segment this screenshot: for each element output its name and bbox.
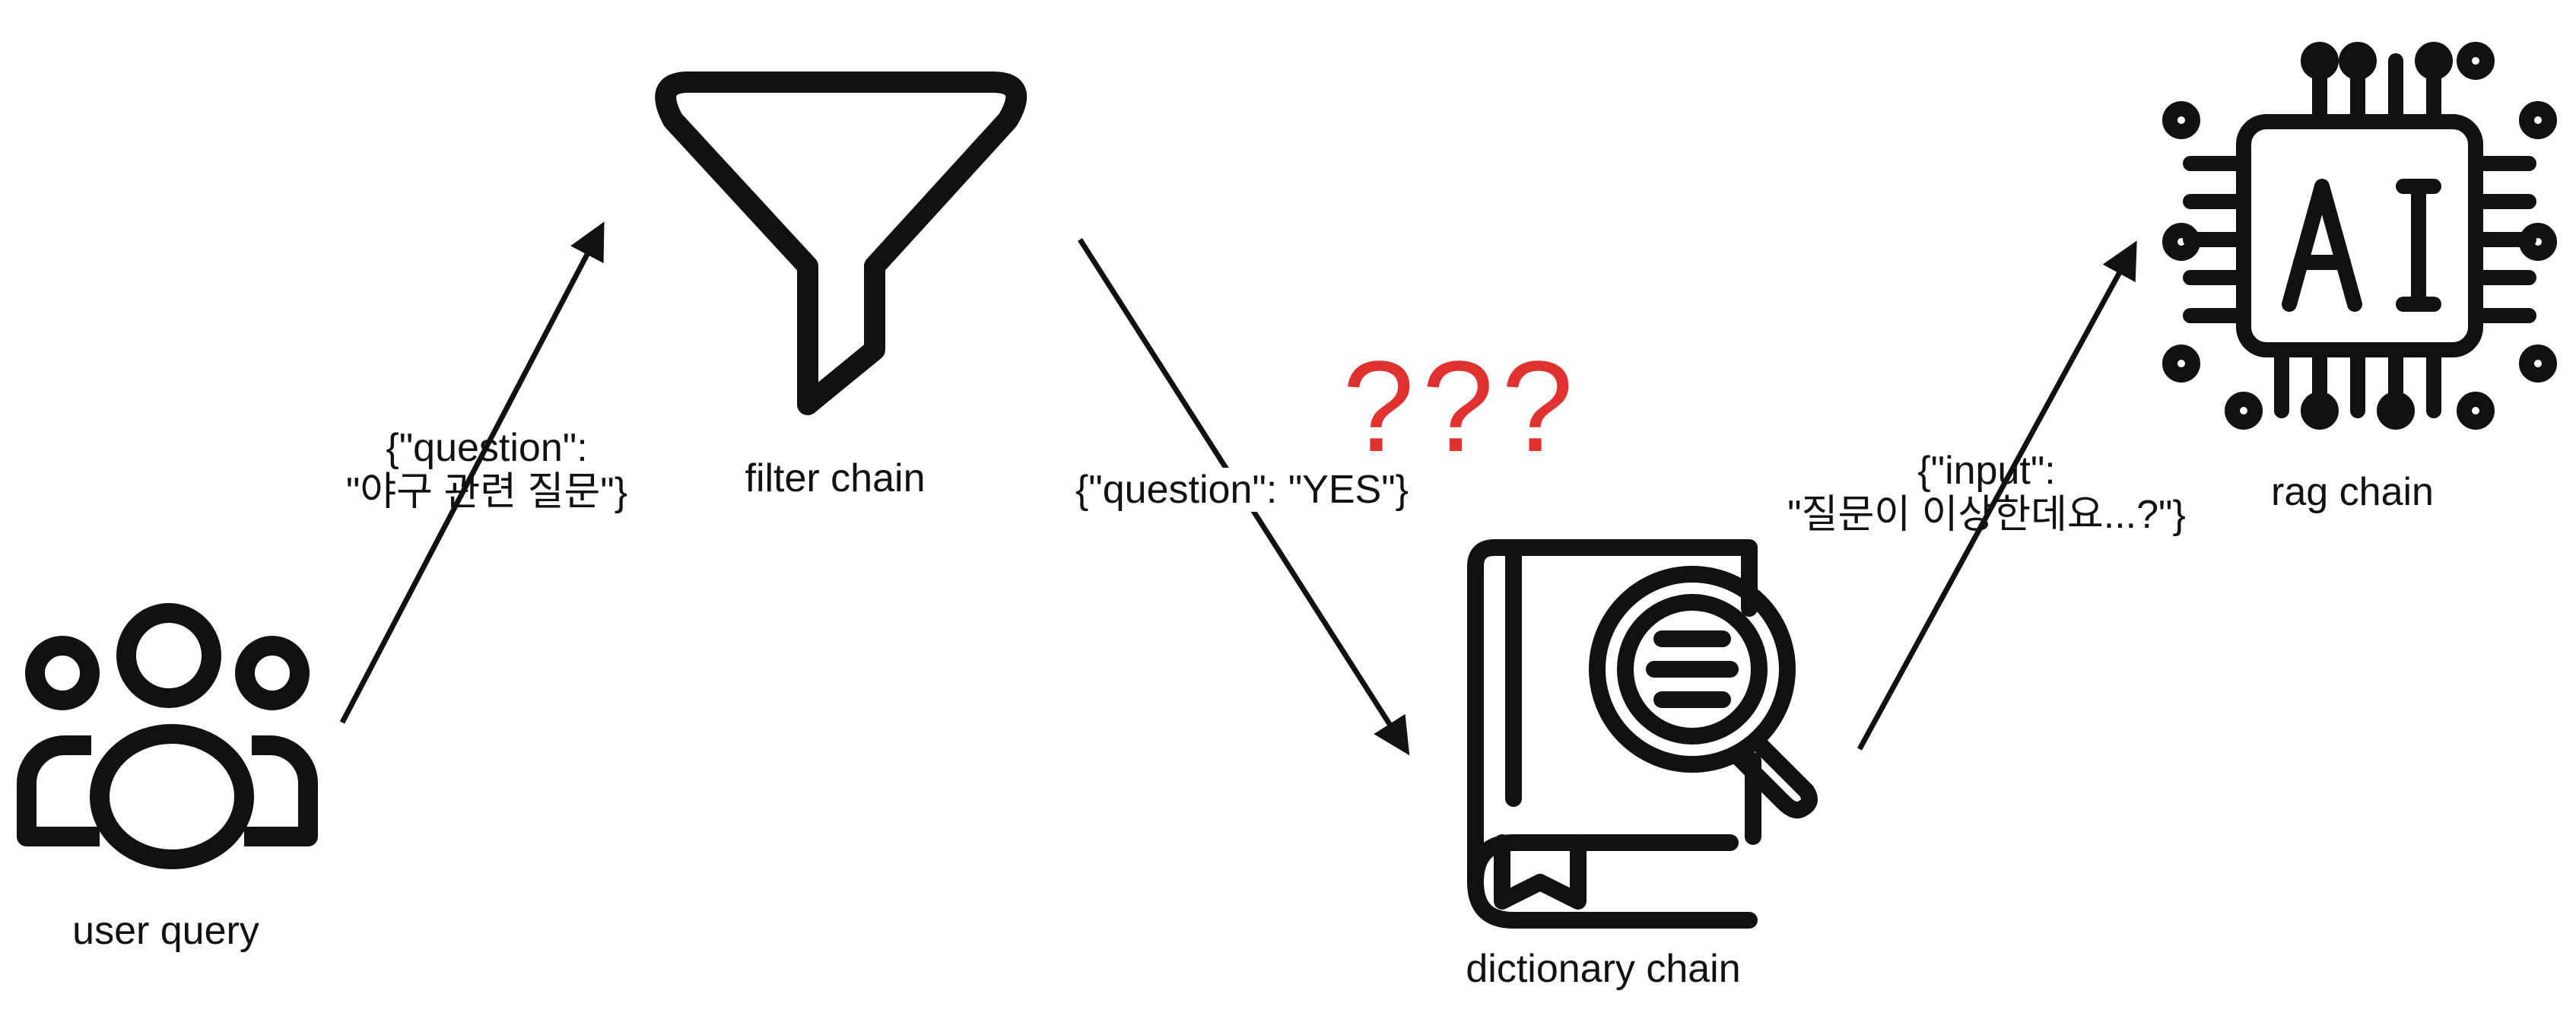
arrow-dictionary-to-rag	[1857, 240, 2137, 751]
book-magnifier-icon	[1467, 539, 1818, 929]
edge-label-dictionary-to-rag-line2: "질문이 이상한데요...?"}	[1787, 493, 2186, 537]
users-group-icon	[17, 603, 318, 869]
arrow-user-to-filter	[339, 221, 605, 724]
edge-label-user-to-filter-line2: "야구 관련 질문"}	[345, 470, 628, 514]
node-label-user-query: user query	[72, 909, 259, 953]
funnel-filter-icon	[655, 71, 1028, 415]
edge-label-user-to-filter: {"question": "야구 관련 질문"}	[346, 426, 627, 514]
edge-label-filter-to-dictionary: {"question": "YES"}	[1070, 468, 1414, 512]
node-label-filter-chain: filter chain	[745, 456, 926, 500]
edge-label-dictionary-to-rag: {"input": "질문이 이상한데요...?"}	[1787, 449, 2186, 537]
node-label-rag-chain: rag chain	[2271, 470, 2434, 514]
node-label-dictionary-chain: dictionary chain	[1466, 947, 1741, 991]
edge-label-dictionary-to-rag-line1: {"input":	[1917, 449, 2056, 493]
ai-chip-icon	[2162, 42, 2557, 430]
confusion-question-marks: ???	[1342, 335, 1581, 479]
edge-label-user-to-filter-line1: {"question":	[386, 426, 588, 470]
